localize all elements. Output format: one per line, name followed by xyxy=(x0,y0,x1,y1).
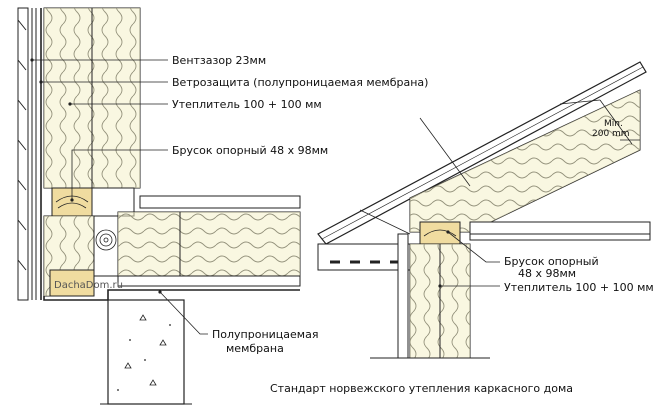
cladding-boards xyxy=(17,7,29,301)
floor-top xyxy=(139,195,301,209)
eave-box xyxy=(317,243,411,271)
caption: Стандарт норвежского утепления каркасног… xyxy=(270,382,573,395)
label-air-gap: Вентзазор 23мм xyxy=(172,54,267,67)
label-wind-barrier: Ветрозащита (полупроницаемая мембрана) xyxy=(172,76,429,89)
label-min-line2: 200 mm xyxy=(592,129,630,139)
label-min-line1: Min. xyxy=(604,119,623,129)
right-roof-detail xyxy=(317,61,651,359)
label-membrane-line2: мембрана xyxy=(226,342,284,355)
concrete-foundation xyxy=(107,299,185,405)
label-support-beam-right-line2: 48 х 98мм xyxy=(518,267,577,280)
label-support-beam-right-line1: Брусок опорный xyxy=(504,255,599,268)
label-insulation-left: Утеплитель 100 + 100 мм xyxy=(172,98,322,111)
label-membrane-line1: Полупроницаемая xyxy=(212,328,319,341)
left-wall-detail xyxy=(17,7,301,405)
label-support-beam-left: Брусок опорный 48 х 98мм xyxy=(172,144,329,157)
support-beam-right xyxy=(419,221,461,245)
label-insulation-right: Утеплитель 100 + 100 мм xyxy=(504,281,654,294)
watermark: DachaDom.ru xyxy=(54,280,123,291)
